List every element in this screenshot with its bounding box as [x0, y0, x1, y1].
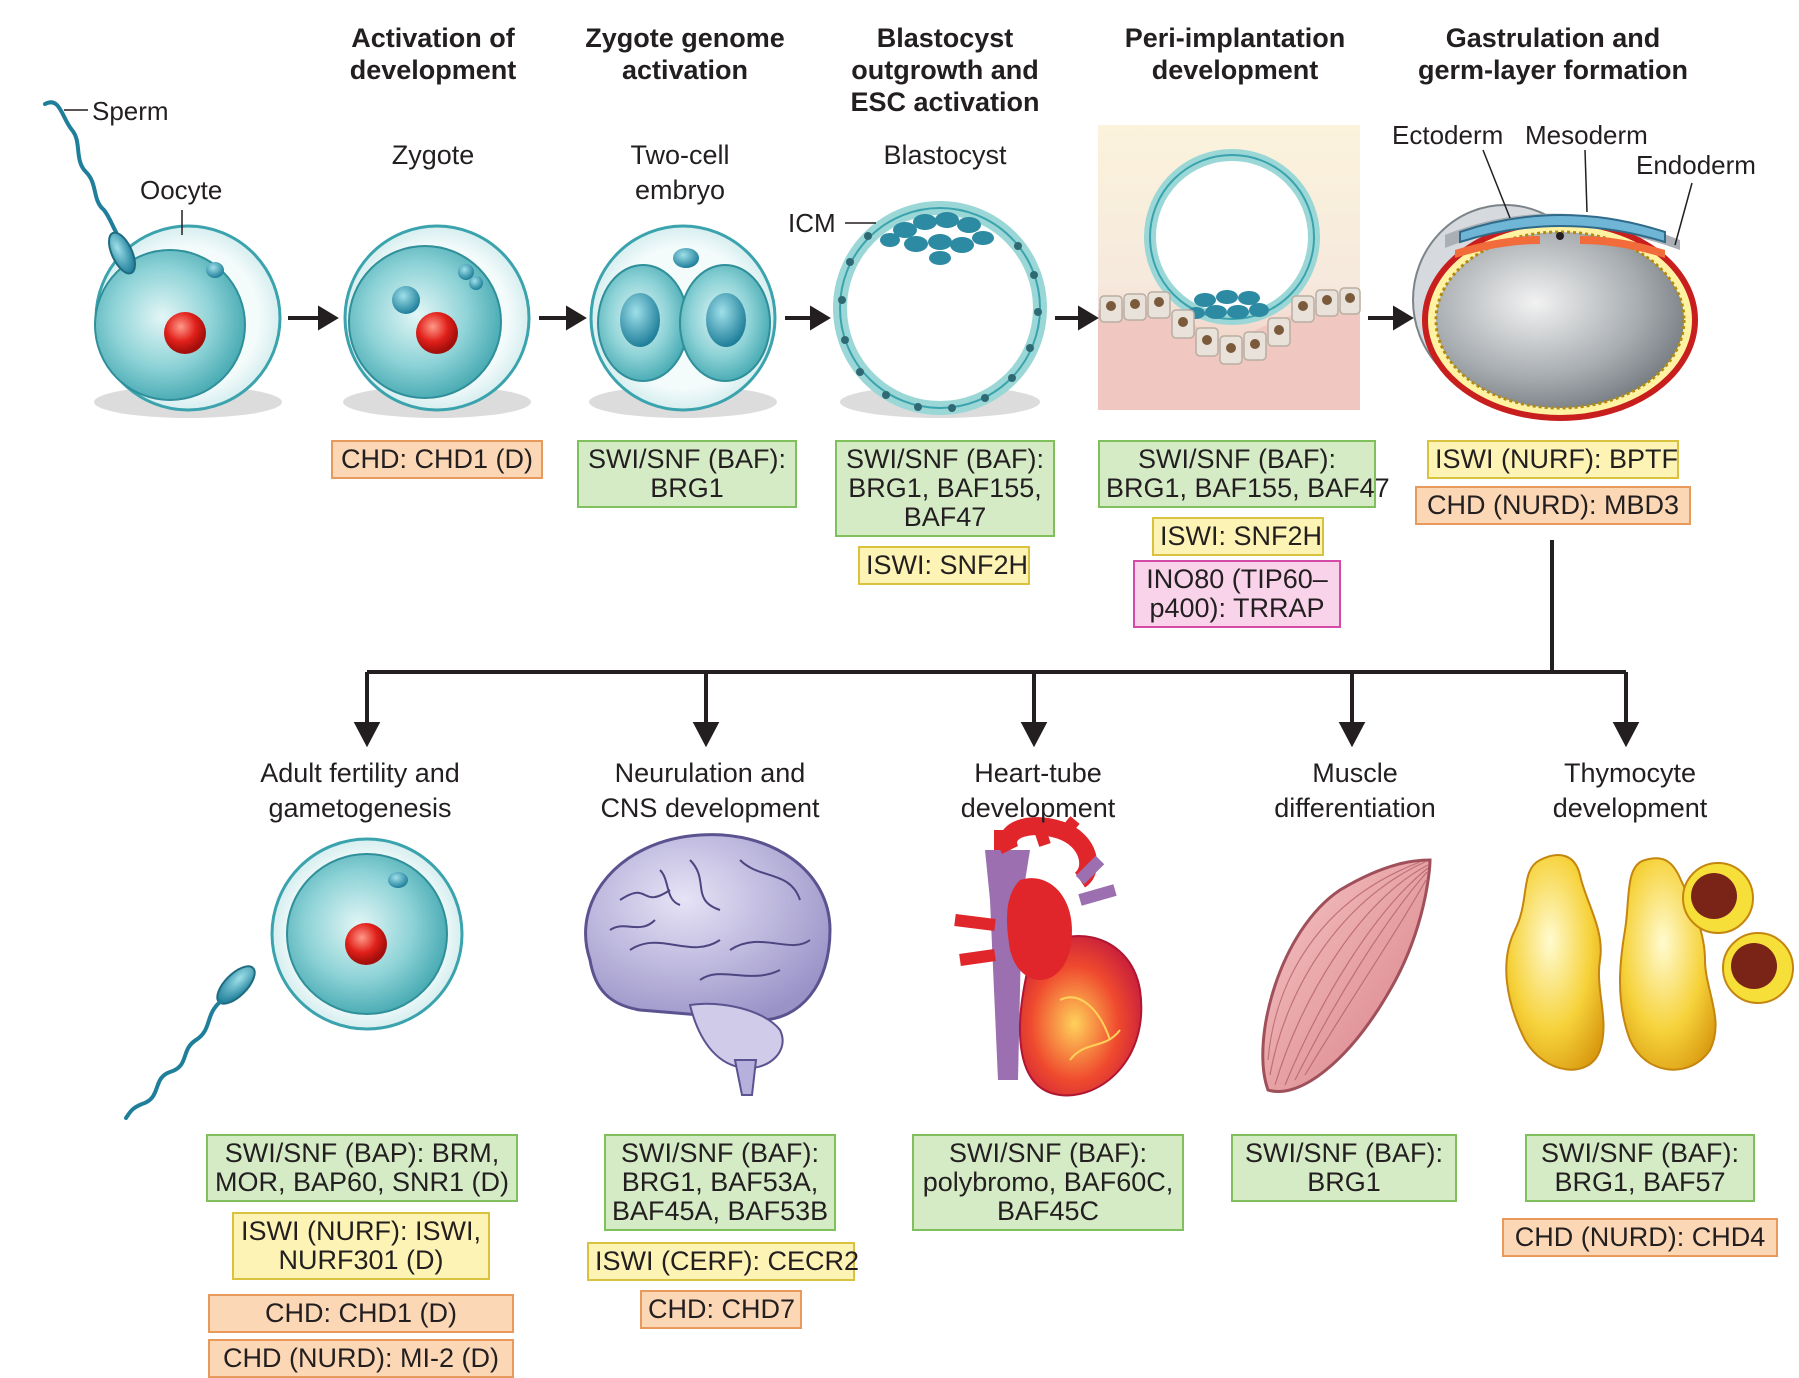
- box-neuro-chd: CHD: CHD7: [640, 1290, 802, 1329]
- brain-illustration: [584, 833, 832, 1096]
- adult-gamete-illustration: [124, 837, 464, 1120]
- muscle-illustration: [1261, 858, 1432, 1093]
- box-adult-iswi: ISWI (NURF): ISWI, NURF301 (D): [232, 1212, 490, 1280]
- label-endoderm: Endoderm: [1636, 150, 1756, 180]
- stage-title-activation: Activation of development: [349, 23, 517, 85]
- stage-title-gastrulation: Gastrulation and germ-layer formation: [1417, 23, 1689, 85]
- box-adult-chd: CHD: CHD1 (D): [208, 1294, 514, 1333]
- caption-neurulation: Neurulation and CNS development: [600, 758, 820, 823]
- box-blast-iswi: ISWI: SNF2H: [858, 546, 1030, 585]
- caption-zygote: Zygote: [391, 140, 475, 170]
- branch-connector: [353, 540, 1640, 748]
- box-muscle-swi: SWI/SNF (BAF): BRG1: [1231, 1134, 1457, 1202]
- peri-implantation-illustration: [1098, 125, 1361, 410]
- box-adult-chd-nurd: CHD (NURD): MI-2 (D): [208, 1339, 514, 1378]
- heart-illustration: [954, 816, 1143, 1097]
- stage-arrows: [288, 305, 1414, 331]
- gastrulation-embryo-illustration: [1412, 149, 1698, 421]
- box-thymo-chd: CHD (NURD): CHD4: [1502, 1218, 1778, 1257]
- caption-adult-fertility: Adult fertility and gametogenesis: [260, 758, 460, 823]
- stage-title-blastocyst: Blastocyst outgrowth and ESC activation: [850, 23, 1040, 117]
- stage-title-zygote-genome: Zygote genome activation: [585, 23, 785, 85]
- box-gast-iswi: ISWI (NURF): BPTF: [1427, 440, 1679, 479]
- box-neuro-iswi: ISWI (CERF): CECR2: [587, 1242, 859, 1281]
- label-sperm: Sperm: [92, 96, 169, 126]
- oocyte-with-sperm-illustration: [43, 100, 282, 412]
- box-peri-swi: SWI/SNF (BAF): BRG1, BAF155, BAF47: [1098, 440, 1390, 508]
- blastocyst-illustration: [833, 201, 1047, 415]
- label-icm: ICM: [788, 208, 836, 238]
- box-twocell-swi: SWI/SNF (BAF): BRG1: [577, 440, 797, 508]
- caption-muscle: Muscle differentiation: [1274, 758, 1436, 823]
- two-cell-embryo-illustration: [589, 224, 777, 412]
- box-gast-chd: CHD (NURD): MBD3: [1415, 486, 1691, 525]
- box-peri-iswi: ISWI: SNF2H: [1152, 517, 1324, 556]
- zygote-illustration: [343, 224, 531, 412]
- thymus-illustration: [1505, 854, 1794, 1071]
- caption-two-cell: Two-cell embryo: [630, 140, 730, 205]
- box-peri-ino80: INO80 (TIP60– p400): TRRAP: [1133, 560, 1341, 628]
- caption-thymocyte: Thymocyte development: [1552, 758, 1708, 823]
- box-neuro-swi: SWI/SNF (BAF): BRG1, BAF53A, BAF45A, BAF…: [604, 1134, 836, 1231]
- caption-blastocyst: Blastocyst: [883, 140, 1007, 170]
- box-thymo-swi: SWI/SNF (BAF): BRG1, BAF57: [1525, 1134, 1755, 1202]
- label-oocyte: Oocyte: [140, 175, 223, 205]
- box-blast-swi: SWI/SNF (BAF): BRG1, BAF155, BAF47: [835, 440, 1055, 537]
- caption-heart-tube: Heart-tube development: [960, 758, 1116, 823]
- box-adult-swi: SWI/SNF (BAP): BRM, MOR, BAP60, SNR1 (D): [206, 1134, 518, 1202]
- stage-title-peri-implantation: Peri-implantation development: [1124, 23, 1346, 85]
- box-heart-swi: SWI/SNF (BAF): polybromo, BAF60C, BAF45C: [912, 1134, 1184, 1231]
- label-ectoderm: Ectoderm: [1392, 120, 1504, 150]
- box-zygote-chd: CHD: CHD1 (D): [331, 440, 543, 479]
- label-mesoderm: Mesoderm: [1525, 120, 1648, 150]
